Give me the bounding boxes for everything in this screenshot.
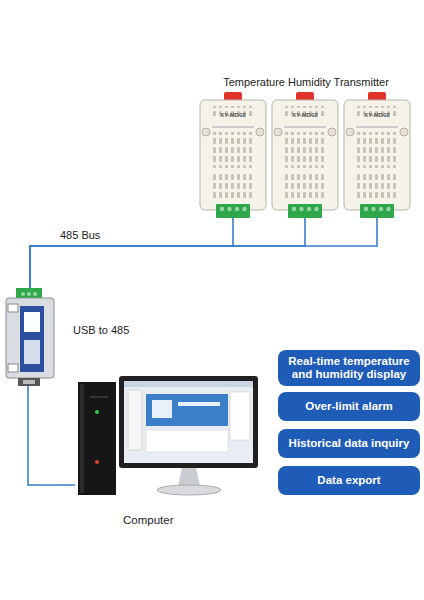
bus-label: 485 Bus bbox=[60, 229, 100, 241]
device-label: USB to 485 bbox=[73, 324, 129, 336]
feature-text: Historical data inquiry bbox=[289, 437, 410, 450]
bus-wire bbox=[30, 218, 377, 288]
feature-box: Historical data inquiry bbox=[278, 429, 420, 458]
transmitter-device: XY-MD02 bbox=[200, 92, 266, 218]
device-label: XY-MD02 bbox=[200, 112, 266, 118]
bus-wire bbox=[28, 386, 75, 485]
diagram-title: Temperature Humidity Transmitter bbox=[196, 76, 416, 88]
device-label: Computer bbox=[123, 514, 174, 526]
feature-text: Real-time temperature and humidity displ… bbox=[284, 355, 414, 381]
converter-device: USB to 485 bbox=[5, 288, 140, 386]
device-label: XY-MD02 bbox=[272, 112, 338, 118]
feature-box: Real-time temperature and humidity displ… bbox=[278, 350, 420, 386]
feature-box: Data export bbox=[278, 466, 420, 495]
feature-box: Over-limit alarm bbox=[278, 392, 420, 421]
bus-wire bbox=[30, 218, 305, 288]
device-label: XY-MD02 bbox=[344, 112, 410, 118]
transmitter-device: XY-MD02 bbox=[272, 92, 338, 218]
bus-wire bbox=[30, 218, 233, 288]
transmitter-device: XY-MD02 bbox=[344, 92, 410, 218]
feature-text: Over-limit alarm bbox=[305, 400, 393, 413]
computer-device: Computer bbox=[75, 376, 259, 526]
feature-text: Data export bbox=[317, 474, 380, 487]
